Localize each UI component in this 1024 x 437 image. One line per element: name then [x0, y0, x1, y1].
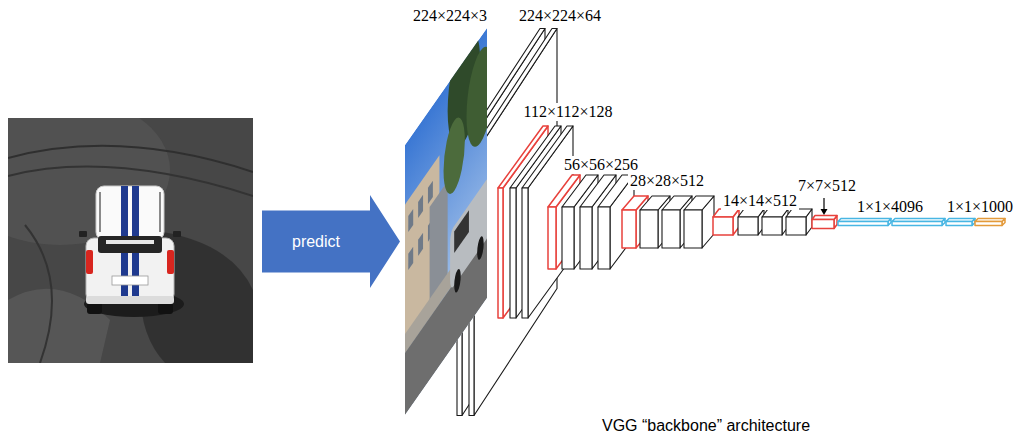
- layer-face: [622, 210, 636, 248]
- layer-face: [713, 209, 739, 217]
- street-scene: [405, 28, 487, 415]
- window: [408, 247, 413, 270]
- body-stripe: [132, 253, 139, 297]
- car-roof: [96, 186, 164, 240]
- node-text: predict: [292, 232, 340, 251]
- tree: [467, 31, 487, 163]
- layer-face: [522, 188, 528, 318]
- layer-stack: [457, 29, 1005, 416]
- asphalt-light: [8, 118, 170, 245]
- car-photo: [8, 118, 253, 363]
- roof-stripe: [132, 186, 139, 236]
- layer-face: [684, 196, 714, 210]
- layer-face: [738, 209, 764, 217]
- roof-rail: [99, 192, 101, 232]
- parked-car: [450, 176, 487, 292]
- dimension-text: 56×56×256: [564, 156, 638, 173]
- layer-block: [838, 219, 891, 226]
- roof-stripe: [121, 186, 128, 236]
- dimension-text: 14×14×512: [723, 192, 797, 209]
- layer-face: [812, 220, 834, 229]
- window: [418, 195, 423, 218]
- layer-face: [640, 210, 658, 248]
- layer-block: [684, 196, 714, 248]
- car-window: [454, 210, 469, 253]
- leader-arrowhead: [821, 209, 828, 215]
- layer-face: [598, 207, 610, 269]
- roof-rail: [159, 192, 161, 232]
- layer-face: [838, 222, 888, 226]
- predict-arrow: predict: [262, 195, 400, 288]
- bumper: [86, 296, 174, 304]
- layer-face: [684, 210, 702, 248]
- dimension-text: 1×1×4096: [857, 198, 923, 215]
- caption: VGG “backbone” architecture: [602, 416, 810, 435]
- mirror: [173, 231, 181, 237]
- layer-face: [510, 188, 516, 318]
- leader-line: [823, 198, 824, 210]
- tail-light: [167, 250, 174, 274]
- wheel: [477, 232, 484, 263]
- input-image: [405, 0, 494, 415]
- layer-face: [662, 210, 680, 248]
- rear-window: [98, 236, 162, 253]
- layer-block: [762, 209, 788, 235]
- dimension-label: 224×224×3: [411, 7, 489, 25]
- layer-block: [786, 209, 812, 235]
- window-sticker: [106, 240, 154, 244]
- layer-face: [738, 217, 758, 235]
- dimension-label: 1×1×4096: [855, 198, 925, 216]
- tire-mark: [25, 225, 52, 363]
- block-arrow: [262, 195, 400, 288]
- dimension-label: 14×14×512: [721, 192, 799, 210]
- dimension-text: 1×1×1000: [947, 198, 1013, 215]
- dimension-text: 224×224×3: [413, 7, 487, 24]
- caption-text: VGG “backbone” architecture: [602, 417, 810, 434]
- layer-block: [713, 209, 739, 235]
- dimension-label: 28×28×512: [628, 172, 706, 190]
- dimension-text: 224×224×64: [519, 7, 601, 24]
- layer-face: [786, 217, 806, 235]
- window: [408, 209, 413, 232]
- layer-face: [762, 217, 782, 235]
- mirror: [79, 231, 87, 237]
- tail-light: [86, 250, 93, 274]
- window: [418, 233, 423, 256]
- layer-face: [786, 209, 812, 217]
- layer-face: [762, 209, 788, 217]
- street: [405, 236, 487, 415]
- tree: [444, 105, 465, 206]
- layer-face: [580, 207, 592, 269]
- layer-face: [892, 222, 942, 226]
- window: [428, 181, 433, 204]
- body-stripe: [121, 253, 128, 297]
- license-plate: [112, 276, 148, 285]
- layer-block: [738, 209, 764, 235]
- layer-face: [975, 222, 1002, 226]
- layer-face: [562, 207, 574, 269]
- dimension-label: 224×224×64: [517, 7, 603, 25]
- wheel: [454, 265, 461, 296]
- layer-block: [975, 219, 1005, 226]
- dimension-label: 1×1×1000: [945, 198, 1015, 216]
- dimension-text: 28×28×512: [630, 172, 704, 189]
- layer-face: [713, 217, 733, 235]
- layer-block: [892, 219, 945, 226]
- layer-block: [522, 126, 573, 318]
- dimension-label: 112×112×128: [522, 103, 615, 121]
- layer-face: [946, 222, 972, 226]
- dimension-label: 7×7×512: [796, 177, 858, 195]
- layer-face: [498, 188, 503, 318]
- dimension-text: 112×112×128: [524, 103, 613, 120]
- node-label: predict: [262, 211, 370, 273]
- layer-block: [946, 219, 975, 226]
- layer-block: [812, 216, 837, 229]
- layer-face: [548, 207, 556, 269]
- dimension-text: 7×7×512: [798, 177, 856, 194]
